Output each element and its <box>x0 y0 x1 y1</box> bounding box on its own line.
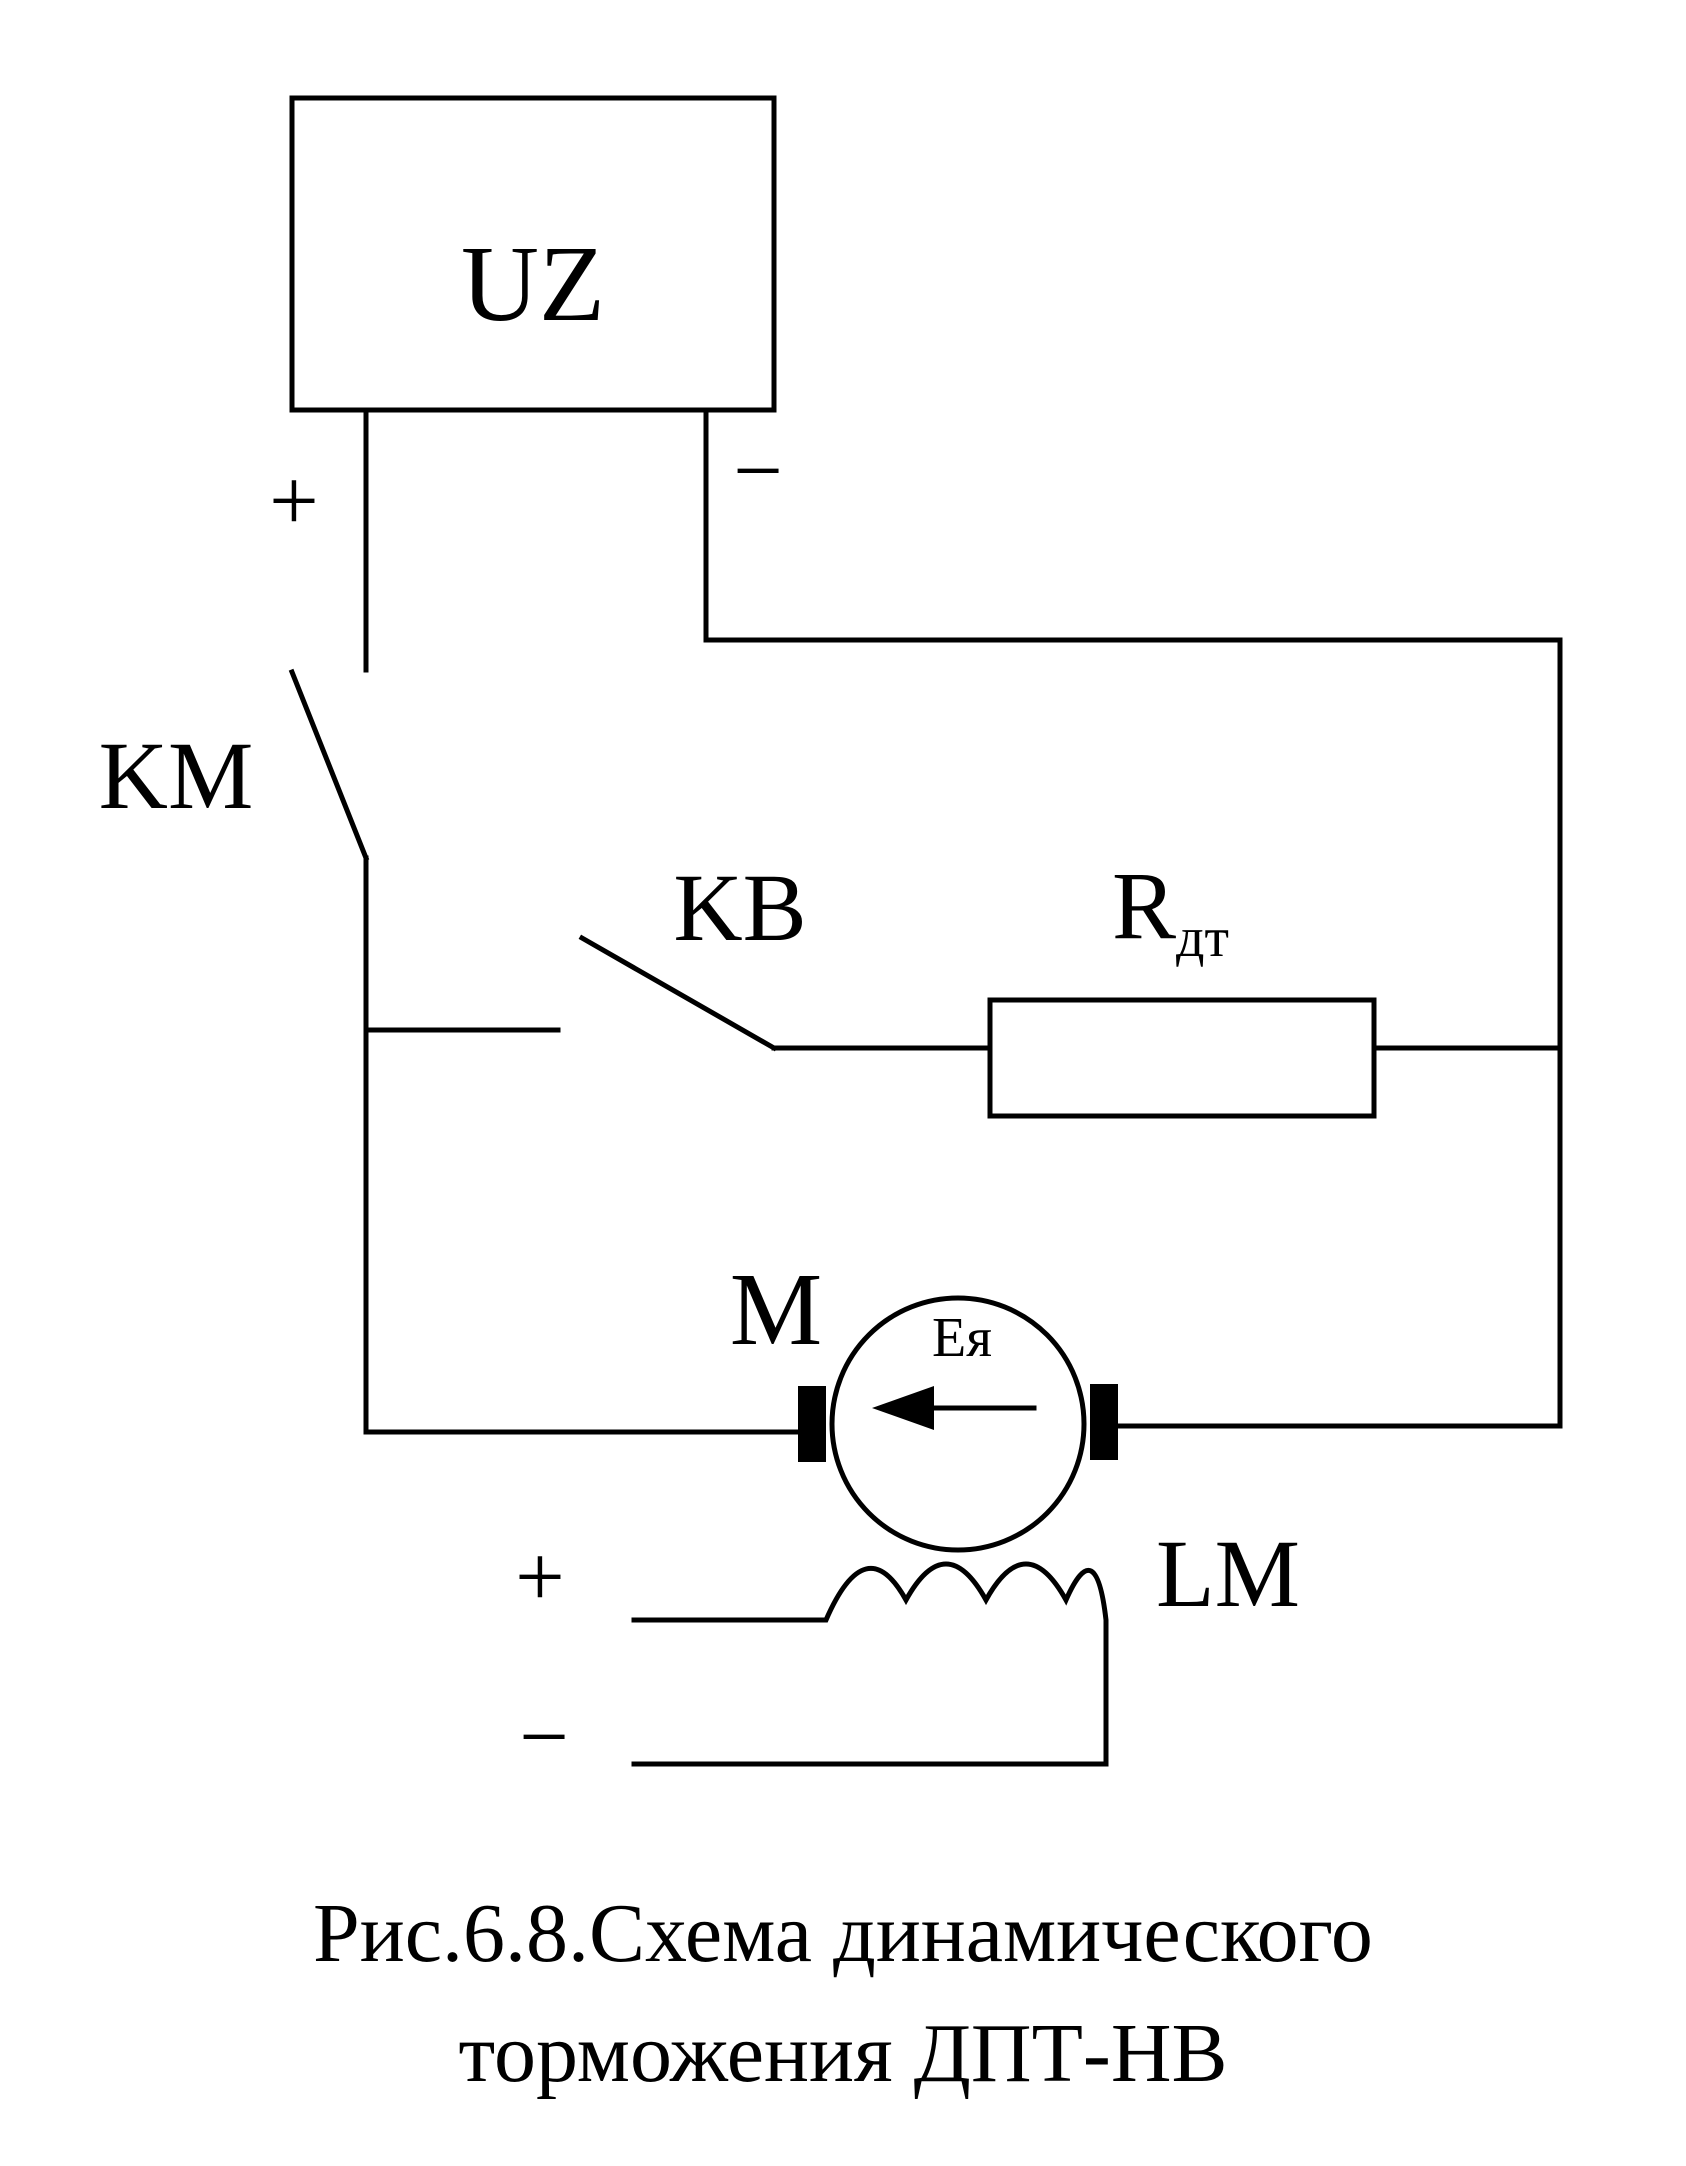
braking-resistor <box>987 997 1377 1119</box>
field-minus-sign: − <box>519 1689 569 1786</box>
converter-plus-sign: + <box>269 453 319 550</box>
motor-armature <box>829 1295 1087 1553</box>
resistor-label-subscript: дт <box>1176 907 1229 969</box>
converter-minus-sign: − <box>733 423 783 520</box>
converter-uz-block <box>289 95 777 413</box>
negative-return-wire <box>703 407 1563 1429</box>
km-label: KM <box>99 722 254 829</box>
resistor-label: Rдт <box>1112 852 1229 969</box>
emf-arrow-head <box>872 1386 934 1430</box>
field-winding-label: LM <box>1156 1520 1300 1627</box>
kb-label: KB <box>673 854 806 961</box>
motor-brush-left <box>798 1386 826 1462</box>
motor-label: M <box>730 1252 822 1367</box>
figure-caption-line-1: Рис.6.8.Схема динамического <box>313 1887 1373 1980</box>
resistor-label-main: R <box>1112 852 1176 959</box>
field-plus-sign: + <box>515 1529 565 1626</box>
km-contact <box>288 668 370 862</box>
kb-contact <box>578 934 778 1052</box>
converter-uz-label: UZ <box>461 225 605 344</box>
motor-brush-right <box>1090 1384 1118 1460</box>
figure-caption-line-2: торможения ДПТ-НВ <box>458 2007 1228 2100</box>
left-bus-wire <box>363 855 801 1435</box>
field-winding-coil <box>631 1561 1109 1767</box>
emf-label: Eя <box>932 1307 992 1369</box>
